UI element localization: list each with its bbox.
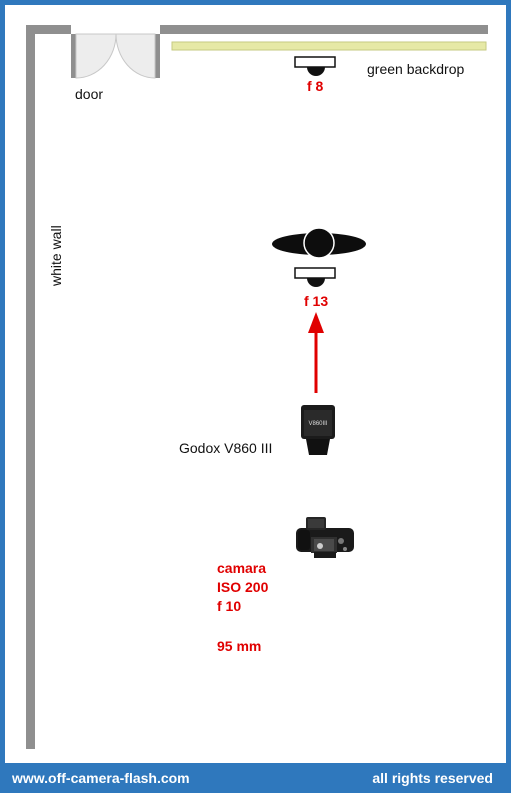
diagram-panel bbox=[5, 5, 506, 763]
light-meter-icon-background bbox=[294, 56, 336, 76]
green-backdrop bbox=[171, 41, 487, 51]
camera-aperture-label: f 10 bbox=[217, 598, 242, 614]
subject-icon bbox=[272, 227, 366, 259]
camera-iso-label: ISO 200 bbox=[217, 579, 269, 595]
flash-icon: V860III bbox=[301, 405, 335, 455]
camera-label: camara bbox=[217, 560, 267, 576]
top-wall-right bbox=[160, 25, 488, 34]
green-backdrop-label: green backdrop bbox=[367, 61, 465, 77]
white-wall-label: white wall bbox=[48, 225, 64, 286]
background-aperture-label: f 8 bbox=[307, 78, 324, 94]
door-jamb-right bbox=[155, 34, 160, 78]
flash-brand-text: V860III bbox=[308, 421, 327, 427]
door-icon bbox=[75, 33, 156, 79]
camera-focal-length-label: 95 mm bbox=[217, 638, 262, 654]
flash-label: Godox V860 III bbox=[179, 440, 273, 456]
footer-website-text: www.off-camera-flash.com bbox=[12, 770, 190, 786]
light-meter-icon-subject bbox=[294, 267, 336, 287]
door-jamb-left bbox=[71, 34, 76, 78]
flash-direction-arrow bbox=[308, 312, 324, 393]
top-wall-left bbox=[26, 25, 71, 34]
door-label: door bbox=[75, 86, 104, 102]
footer-rights-text: all rights reserved bbox=[372, 770, 493, 786]
left-wall bbox=[26, 25, 35, 749]
camera-icon bbox=[296, 517, 354, 558]
subject-aperture-label: f 13 bbox=[304, 293, 329, 309]
